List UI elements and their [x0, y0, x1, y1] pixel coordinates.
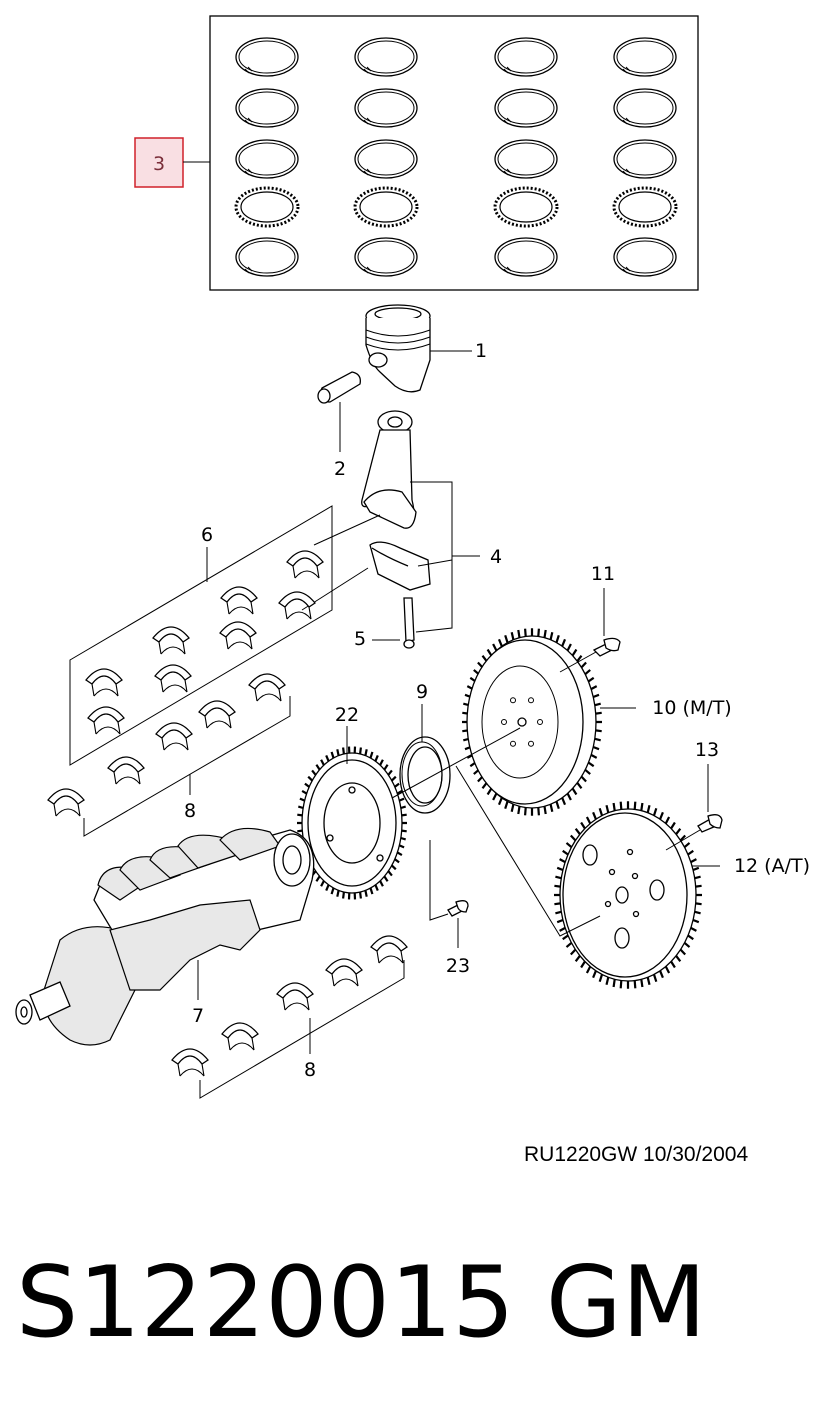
- main-bearings-lower: 8: [171, 935, 408, 1099]
- piston-ring: [354, 37, 418, 77]
- crankshaft: 7: [15, 827, 315, 1046]
- conrod-bearing-shell: [219, 621, 257, 650]
- piston-ring: [234, 186, 300, 228]
- flexplate-bolt: 13: [665, 739, 723, 851]
- reluctor-ring: 22: [297, 704, 407, 900]
- callout-7: 7: [192, 1005, 204, 1027]
- piston-ring: [235, 88, 299, 128]
- callout-8-upper: 8: [184, 800, 196, 822]
- conrod-bearing-shell: [220, 586, 258, 615]
- bolt-hole: [510, 740, 516, 747]
- main-bearing-shell: [47, 788, 85, 817]
- piston-ring: [494, 237, 558, 277]
- main-bearing-shell: [325, 958, 363, 987]
- callout-11: 11: [591, 563, 615, 585]
- callout-8-lower: 8: [304, 1059, 316, 1081]
- piston-ring: [353, 186, 419, 228]
- main-bearing-shell: [370, 935, 408, 964]
- main-bearing-shell: [107, 756, 145, 785]
- piston-ring: [354, 139, 418, 179]
- callout-4: 4: [490, 546, 502, 568]
- callout-2: 2: [334, 458, 346, 480]
- piston-ring: [235, 237, 299, 277]
- piston: 1: [365, 304, 487, 393]
- piston-ring: [235, 37, 299, 77]
- piston-ring: [354, 237, 418, 277]
- piston-ring: [613, 37, 677, 77]
- callout-22: 22: [335, 704, 359, 726]
- part-number: S1220015 GM: [16, 1246, 706, 1360]
- bolt-hole: [510, 697, 516, 704]
- bolt-hole: [528, 697, 534, 704]
- main-bearing-shell: [221, 1022, 259, 1051]
- conrod-bearing-shell: [278, 591, 316, 620]
- conrod-bearing-shell: [87, 706, 125, 735]
- rear-seal: 9: [399, 681, 451, 814]
- main-bearing-shell: [198, 700, 236, 729]
- conrod-bearing-shell: [154, 664, 192, 693]
- piston-pin: 2: [317, 371, 361, 480]
- piston-ring: [494, 37, 558, 77]
- callout-13: 13: [695, 739, 719, 761]
- callout-3: 3: [153, 153, 165, 175]
- piston-ring-set: [209, 15, 699, 291]
- reluctor-bolt: 23: [429, 840, 470, 977]
- callout-9: 9: [416, 681, 428, 703]
- piston-ring: [354, 88, 418, 128]
- piston-ring: [613, 88, 677, 128]
- flywheel-mt: 10 (M/T): [391, 628, 732, 816]
- callout-12: 12 (A/T): [734, 855, 810, 877]
- callout-5: 5: [354, 628, 366, 650]
- conrod-bearing-set: 6: [69, 505, 381, 766]
- main-bearing-shell: [276, 982, 314, 1011]
- flexplate-at: 12 (A/T): [455, 765, 810, 989]
- main-bearing-shell: [248, 673, 286, 702]
- callout-23: 23: [446, 955, 470, 977]
- bolt-hole: [528, 740, 534, 747]
- piston-ring: [494, 88, 558, 128]
- callout-1: 1: [475, 340, 487, 362]
- callout-6: 6: [201, 524, 213, 546]
- conrod-bearing-shell: [286, 550, 324, 579]
- bolt-hole: [537, 719, 543, 725]
- piston-ring: [613, 139, 677, 179]
- diagram-reference: RU1220GW 10/30/2004: [524, 1143, 748, 1166]
- conrod-bearing-shell: [85, 668, 123, 697]
- callout-3-highlight[interactable]: 3: [134, 137, 210, 188]
- piston-ring: [613, 237, 677, 277]
- callout-10: 10 (M/T): [652, 697, 731, 719]
- conrod-bearing-shell: [152, 626, 190, 655]
- piston-ring: [235, 139, 299, 179]
- main-bearing-shell: [171, 1048, 209, 1077]
- piston-ring: [612, 186, 678, 228]
- main-bearing-shell: [155, 722, 193, 751]
- piston-ring: [494, 139, 558, 179]
- connecting-rod: 4 5: [354, 410, 502, 650]
- piston-ring: [493, 186, 559, 228]
- bolt-hole: [501, 719, 507, 725]
- flywheel-bolt: 11: [559, 563, 621, 673]
- main-bearings-upper: 8: [47, 673, 291, 837]
